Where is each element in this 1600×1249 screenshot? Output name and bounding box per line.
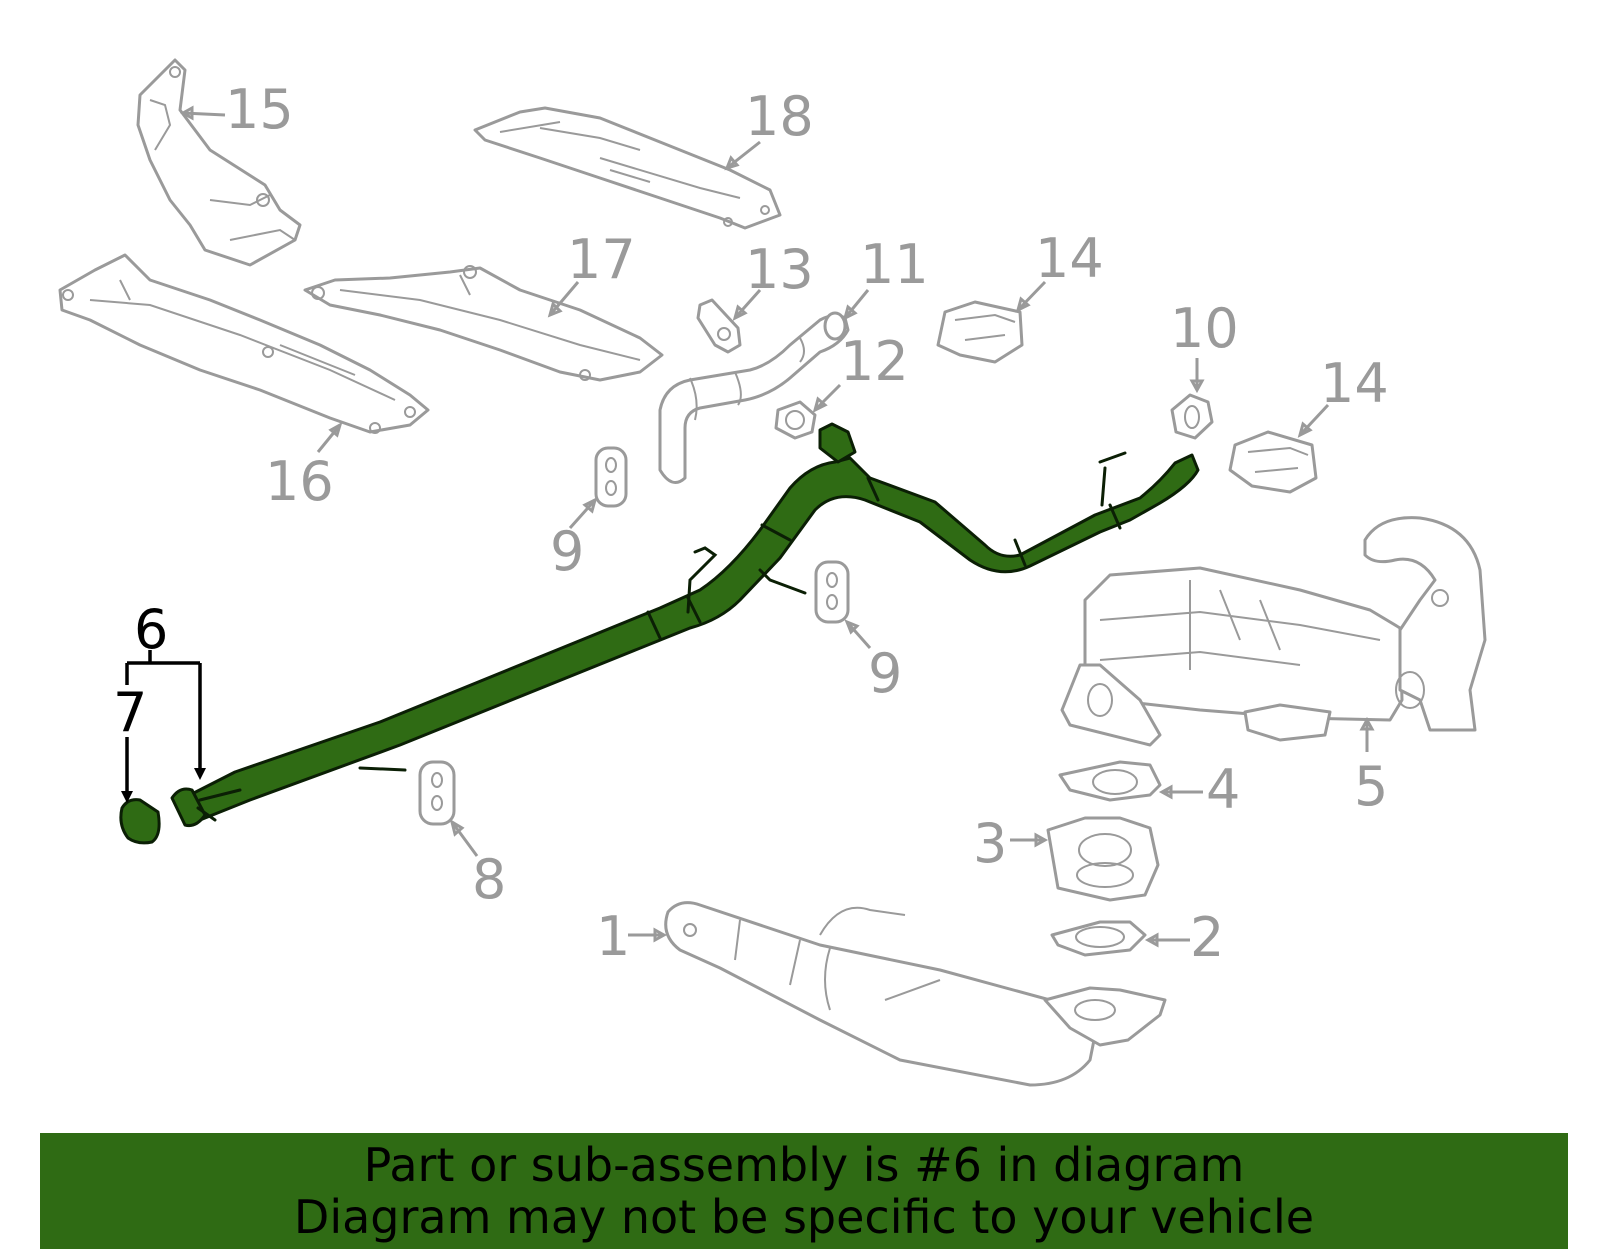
- callout-14-upper: 14: [1035, 227, 1104, 290]
- callout-1: 1: [596, 905, 630, 968]
- part-1-converter-pipe: [664, 901, 1167, 1087]
- callout-15: 15: [225, 78, 294, 141]
- callout-7: 7: [113, 681, 147, 744]
- part-15-heat-shield: [136, 58, 302, 267]
- part-16-heat-shield: [58, 253, 430, 434]
- callout-3: 3: [973, 812, 1007, 875]
- part-2-gasket: [1050, 920, 1147, 957]
- callout-13: 13: [745, 238, 814, 301]
- callout-16: 16: [265, 450, 334, 513]
- part-12-gasket: [774, 400, 817, 440]
- info-banner: Part or sub-assembly is #6 in diagram Di…: [40, 1133, 1568, 1249]
- callout-8: 8: [472, 848, 506, 911]
- callout-14-lower: 14: [1320, 352, 1389, 415]
- part-17-heat-shield: [303, 265, 664, 382]
- part-14-hanger-lower: [1228, 430, 1318, 494]
- callout-18: 18: [745, 85, 814, 148]
- part-9-isolator-upper: [594, 446, 628, 508]
- callout-9-upper: 9: [550, 520, 584, 583]
- leader-lines: [179, 105, 1375, 948]
- callout-11: 11: [860, 233, 929, 296]
- part-14-hanger-upper: [936, 300, 1024, 364]
- callout-17: 17: [567, 228, 636, 291]
- callout-12: 12: [840, 330, 909, 393]
- part-6-exhaust-pipe: [119, 422, 1200, 845]
- callout-6: 6: [134, 598, 168, 661]
- part-9-isolator-lower: [814, 560, 850, 624]
- callout-5: 5: [1354, 755, 1388, 818]
- part-10-isolator: [1170, 393, 1214, 440]
- part-4-gasket: [1058, 760, 1162, 802]
- part-5-converter-assembly: [1060, 516, 1487, 747]
- callout-4: 4: [1206, 758, 1240, 821]
- part-3-flange: [1046, 816, 1160, 902]
- part-11-pipe: [658, 311, 850, 484]
- leader-lines-highlight: [121, 650, 206, 803]
- callout-labels: 15 18 17 16 13 11 12 14 10 14 9 9 8 5 4 …: [113, 78, 1389, 969]
- part-8-isolator: [418, 760, 456, 826]
- callout-10: 10: [1170, 297, 1239, 360]
- callout-2: 2: [1190, 906, 1224, 969]
- part-13-gasket: [696, 298, 742, 354]
- part-18-underbody-shield: [473, 106, 782, 230]
- callout-9-lower: 9: [868, 642, 902, 705]
- banner-line-2: Diagram may not be specific to your vehi…: [293, 1190, 1315, 1244]
- banner-line-1: Part or sub-assembly is #6 in diagram: [363, 1138, 1245, 1192]
